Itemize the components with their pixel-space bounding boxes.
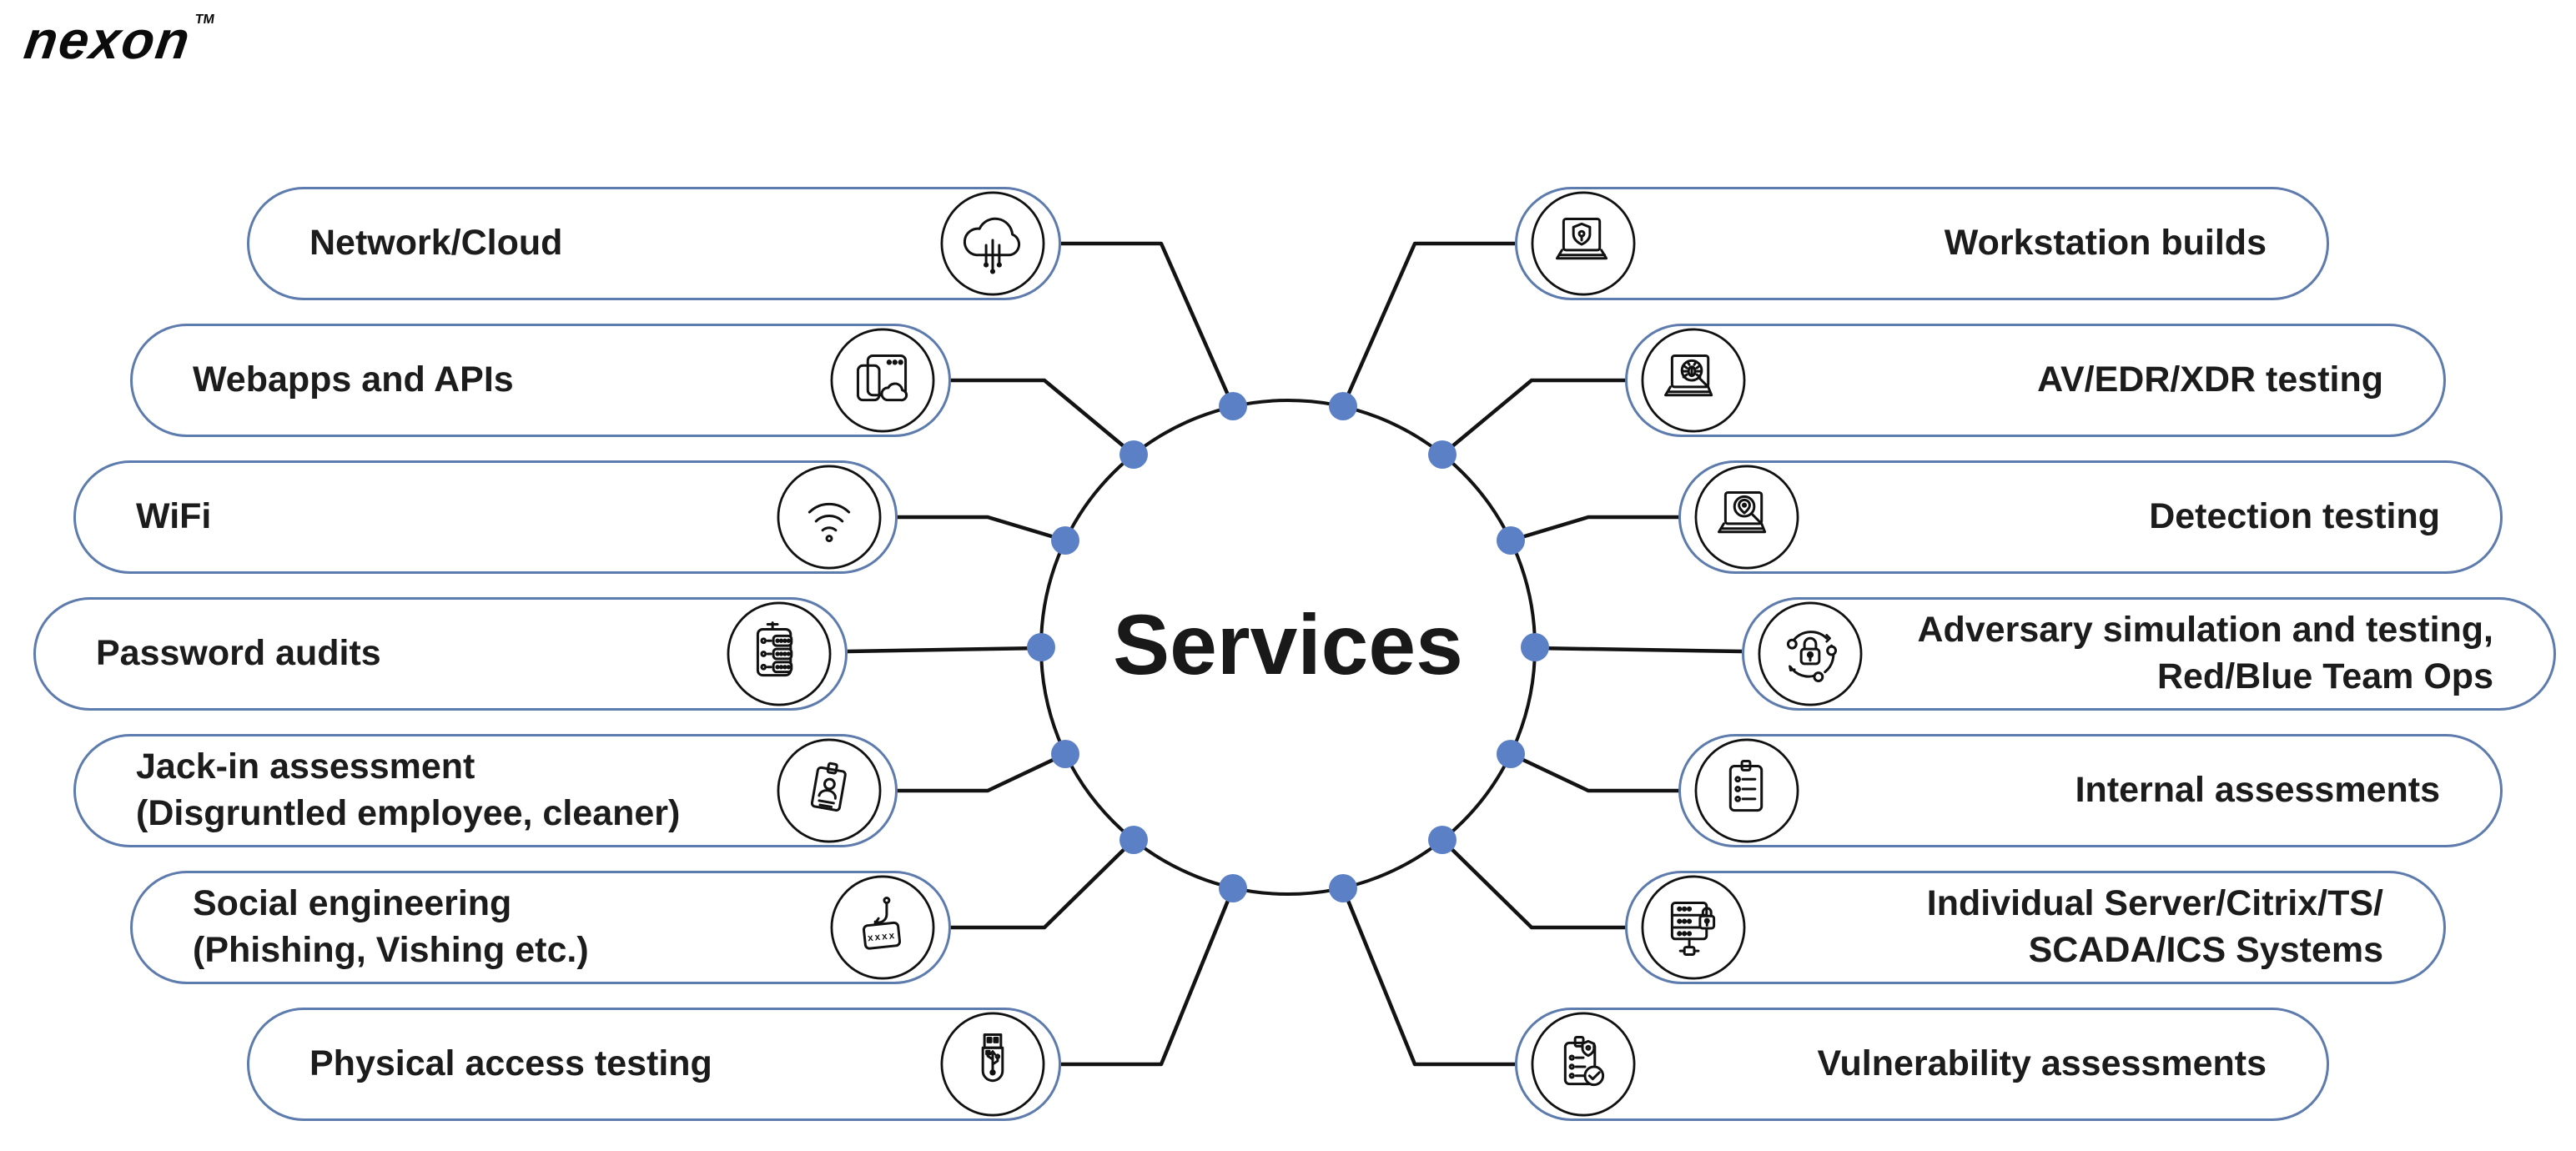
service-label-text: Social engineering [193, 883, 512, 924]
service-sublabel-text: Red/Blue Team Ops [2156, 656, 2493, 696]
service-pill-password-audits: Password audits [33, 597, 848, 711]
service-label: Social engineering (Phishing, Vishing et… [193, 881, 589, 974]
service-sublabel-text: (Phishing, Vishing etc.) [193, 930, 589, 970]
service-label-text: Detection testing [2149, 496, 2440, 537]
service-pill-individual-systems: Individual Server/Citrix/TS/ SCADA/ICS S… [1625, 871, 2446, 984]
diagram-title: Services [1113, 597, 1463, 692]
clipboard-shield-check-icon [1529, 1010, 1638, 1118]
circle-node-dots [1027, 392, 1549, 902]
phishing-hook-icon: xxxx [828, 873, 937, 982]
id-badge-icon [775, 736, 883, 845]
service-label: Workstation builds [1945, 220, 2267, 267]
service-pill-adversary-simulation: Adversary simulation and testing, Red/Bl… [1742, 597, 2556, 711]
service-label: Password audits [96, 631, 381, 677]
service-label-text: Webapps and APIs [193, 359, 514, 400]
service-label-text: WiFi [136, 496, 212, 537]
service-label-text: Network/Cloud [309, 223, 563, 264]
service-label-text: Vulnerability assessments [1817, 1043, 2267, 1084]
service-pill-detection-testing: Detection testing [1678, 460, 2503, 574]
service-label-text: Internal assessments [2075, 770, 2440, 811]
cloud-upload-icon [938, 189, 1047, 298]
service-label: Internal assessments [2075, 767, 2440, 814]
webapp-browser-cloud-icon [828, 326, 937, 435]
service-pill-workstation-builds: Workstation builds [1515, 187, 2329, 300]
service-label-text: Password audits [96, 633, 381, 674]
service-pill-jack-in-assessment: Jack-in assessment (Disgruntled employee… [73, 734, 898, 847]
service-label-text: Workstation builds [1944, 223, 2267, 264]
service-label-text: Adversary simulation and testing, [1917, 610, 2493, 651]
service-label: Adversary simulation and testing, Red/Bl… [1917, 607, 2493, 701]
service-label: Detection testing [2149, 494, 2440, 540]
service-sublabel-text: (Disgruntled employee, cleaner) [136, 793, 681, 833]
service-label: Physical access testing [309, 1041, 712, 1088]
service-label: Individual Server/Citrix/TS/ SCADA/ICS S… [1927, 881, 2383, 974]
service-pill-network-cloud: Network/Cloud [247, 187, 1061, 300]
service-pill-social-engineering: Social engineering (Phishing, Vishing et… [130, 871, 951, 984]
service-pill-internal-assessments: Internal assessments [1678, 734, 2503, 847]
wifi-icon [775, 463, 883, 571]
server-lock-icon [1639, 873, 1748, 982]
laptop-detection-magnifier-icon [1693, 463, 1801, 571]
service-label: Vulnerability assessments [1817, 1041, 2267, 1088]
service-sublabel-text: SCADA/ICS Systems [2028, 930, 2383, 970]
service-pill-physical-access: Physical access testing [247, 1008, 1061, 1121]
service-label-text: AV/EDR/XDR testing [2037, 359, 2383, 400]
password-list-clipboard-icon [725, 600, 833, 708]
svg-text:xxxx: xxxx [867, 929, 896, 943]
service-pill-av-edr-xdr: AV/EDR/XDR testing [1625, 324, 2446, 437]
service-label: Webapps and APIs [193, 357, 514, 404]
service-label: Jack-in assessment (Disgruntled employee… [136, 744, 680, 837]
service-pill-webapps-apis: Webapps and APIs [130, 324, 951, 437]
service-label-text: Jack-in assessment [136, 746, 475, 787]
service-pill-vulnerability-assessments: Vulnerability assessments [1515, 1008, 2329, 1121]
service-label: Network/Cloud [309, 220, 562, 267]
laptop-shield-icon [1529, 189, 1638, 298]
service-label-text: Individual Server/Citrix/TS/ [1926, 883, 2383, 924]
connector-lines [847, 241, 1743, 1067]
service-label: AV/EDR/XDR testing [2037, 357, 2383, 404]
laptop-malware-scan-icon [1639, 326, 1748, 435]
service-label-text: Physical access testing [309, 1043, 712, 1084]
service-label: WiFi [136, 494, 211, 540]
lock-orbit-icon [1756, 600, 1864, 708]
checklist-clipboard-icon [1693, 736, 1801, 845]
usb-drive-icon [938, 1010, 1047, 1118]
service-pill-wifi: WiFi [73, 460, 898, 574]
